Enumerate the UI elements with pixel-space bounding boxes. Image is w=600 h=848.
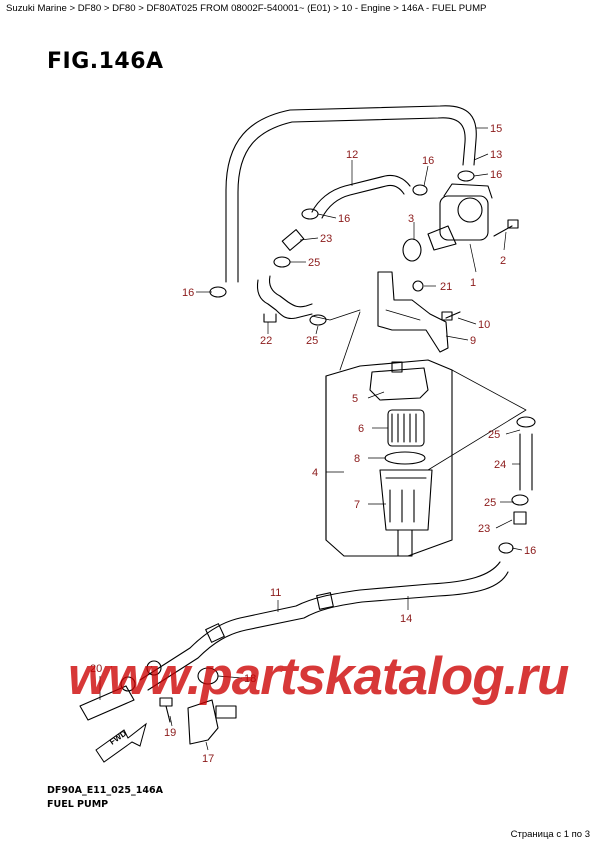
o-ring (402, 238, 422, 262)
hose-loop (225, 105, 477, 283)
callout-15: 15 (490, 123, 502, 135)
filter-element (387, 409, 425, 447)
callout-3: 3 (408, 213, 414, 225)
diagram-code: DF90A_E11_025_146A (47, 785, 163, 796)
connector-20 (79, 685, 135, 721)
filter-box (325, 359, 453, 557)
callout-2: 2 (500, 255, 506, 267)
callout-21: 21 (440, 281, 452, 293)
hose-12 (311, 174, 411, 213)
callout-11: 11 (270, 587, 281, 599)
callout-24: 24 (494, 459, 506, 471)
callout-16: 16 (490, 169, 502, 181)
callout-9: 9 (470, 335, 476, 347)
callout-6: 6 (358, 423, 364, 435)
callout-16: 16 (338, 213, 350, 225)
callout-13: 13 (490, 149, 502, 161)
breadcrumb: Suzuki Marine > DF80 > DF80 > DF80AT025 … (6, 3, 487, 14)
callout-20: 20 (90, 663, 102, 675)
hose-22 (256, 279, 313, 320)
callout-12: 12 (346, 149, 358, 161)
callout-14: 14 (400, 613, 412, 625)
hose-24 (519, 433, 533, 491)
callout-8: 8 (354, 453, 360, 465)
callout-16: 16 (524, 545, 536, 557)
page-indicator: Страница с 1 по 3 (510, 829, 590, 840)
bracket (377, 271, 449, 353)
callout-25: 25 (488, 429, 500, 441)
callout-1: 1 (470, 277, 476, 289)
callout-17: 17 (202, 753, 214, 765)
diagram-caption: FUEL PUMP (47, 799, 109, 810)
callout-25: 25 (484, 497, 496, 509)
callout-10: 10 (478, 319, 490, 331)
callout-25: 25 (308, 257, 320, 269)
filter-head (369, 367, 429, 401)
callout-5: 5 (352, 393, 358, 405)
callout-22: 22 (260, 335, 272, 347)
callout-4: 4 (312, 467, 318, 479)
callout-23: 23 (478, 523, 490, 535)
callout-18: 18 (244, 673, 256, 685)
figure-title: FIG.146A (47, 49, 164, 74)
filter-cup (379, 469, 433, 531)
hose-11-14 (139, 561, 501, 681)
watermark: www.partskatalog.ru (68, 647, 569, 706)
callout-23: 23 (320, 233, 332, 245)
bracket-17 (187, 699, 219, 745)
callout-19: 19 (164, 727, 176, 739)
fuel-pump (427, 183, 493, 251)
callout-25: 25 (306, 335, 318, 347)
fwd-arrow: FWD (95, 722, 147, 763)
callout-7: 7 (354, 499, 360, 511)
callout-16: 16 (182, 287, 194, 299)
callout-16: 16 (422, 155, 434, 167)
